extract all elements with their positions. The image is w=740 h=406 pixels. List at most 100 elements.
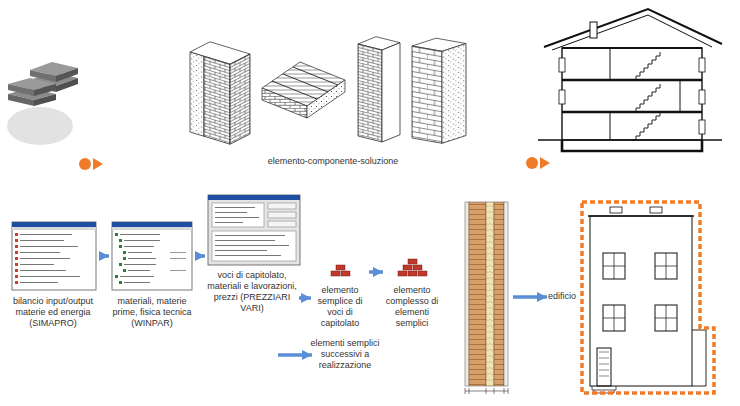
blue-arrow [278,353,312,357]
flow-arrow [99,254,109,258]
software-screenshot [212,203,264,227]
software-screenshot [208,195,300,200]
software-screenshot [212,231,296,261]
flow-arrow [513,295,547,299]
software-screenshot [112,222,192,290]
building-section [562,47,702,49]
flow-arrow [369,270,383,274]
wall-section [465,202,508,394]
brick-icon [413,265,422,270]
wall-drawing [190,52,230,144]
building-facade [655,305,677,331]
brick-icon [341,271,350,276]
building-section [559,90,565,104]
building-facade [692,330,706,386]
brick-icon [331,271,340,276]
building-section [538,9,722,151]
material-blocks [34,84,56,96]
wall-drawing [412,38,466,143]
material-blocks [34,94,56,106]
brick-icon [403,265,412,270]
wall-drawing [230,54,250,144]
building-facade [599,352,609,376]
software-screenshot [170,253,186,271]
node-text: materiali, materie prime, fisica tecnica… [110,296,194,329]
wall-drawing [204,56,230,144]
software-screenshot [215,236,289,256]
software-screenshot [12,227,96,230]
floor-drawing [272,67,338,99]
software-screenshot [112,222,192,227]
building-facade [590,216,692,386]
wall-drawing [382,43,400,142]
brick-icon [336,265,345,270]
material-blocks [7,62,78,145]
software-screenshot [208,195,300,265]
wall-drawing [412,46,442,143]
building-section [590,22,597,38]
element-node: elemento complesso di elementi semplici [384,260,512,329]
wall-section [486,202,494,386]
building-facade [650,207,662,213]
flow-arrow [195,254,205,258]
flow-arrow [299,296,311,300]
brick-icon [418,271,427,276]
wall-section [494,202,504,386]
wall-drawing [190,52,204,136]
building-facade [610,207,622,213]
material-blocks [8,94,34,106]
wall-section [469,202,486,386]
note-label: elementi semplici successivi a realizzaz… [300,338,390,371]
building-section [562,48,702,140]
blue-arrow [278,355,312,356]
node-text: voci di capitolato, materiali e lavorazi… [206,270,298,314]
section-label: elemento-componente-soluzione [253,156,413,167]
wall-drawing [358,37,400,142]
software-screenshot [208,195,300,265]
building-section [632,84,660,112]
wall-drawing [358,44,382,142]
software-screenshot [268,212,296,218]
brick-icon [398,259,427,276]
brick-icon [398,271,407,276]
building-node: edificio [548,291,576,302]
orange-arrow [526,157,538,169]
software-node: bilancio input/output materie ed energia… [8,222,98,329]
building-facade [597,348,611,386]
building-facade [603,305,625,331]
software-screenshot [20,235,80,283]
software-node: materiali, materie prime, fisica tecnica… [110,222,194,329]
wall-drawing [230,54,250,144]
wall-section [504,202,508,386]
building-section [559,58,565,72]
wall-section [465,388,508,394]
software-screenshot [268,203,296,209]
building-facade [655,253,677,279]
wall-drawing [442,44,466,144]
boundary-outline [582,202,714,393]
orange-arrow [93,158,103,170]
node-text: elemento semplice di voci di capitolato [312,285,368,329]
orange-arrow [79,158,103,170]
wall-section [465,202,469,386]
material-blocks [8,84,34,96]
software-screenshot [215,208,259,223]
building-section [562,80,702,112]
building-facade [588,207,706,393]
software-screenshot [268,221,296,227]
boundary-outline [582,202,714,393]
node-text: bilancio input/output materie ed energia… [8,296,98,329]
brick-icon [408,271,417,276]
wall-drawing [412,46,442,143]
software-node: voci di capitolato, materiali e lavorazi… [206,195,298,314]
software-screenshot [15,233,18,284]
software-screenshot [12,222,96,290]
material-blocks [7,107,73,145]
wall-drawing [358,44,382,142]
software-screenshot [120,235,160,283]
orange-arrow [79,158,91,170]
building-section [632,112,660,140]
element-node: elemento semplice di voci di capitolato [312,260,368,329]
wall-drawing [190,42,250,144]
